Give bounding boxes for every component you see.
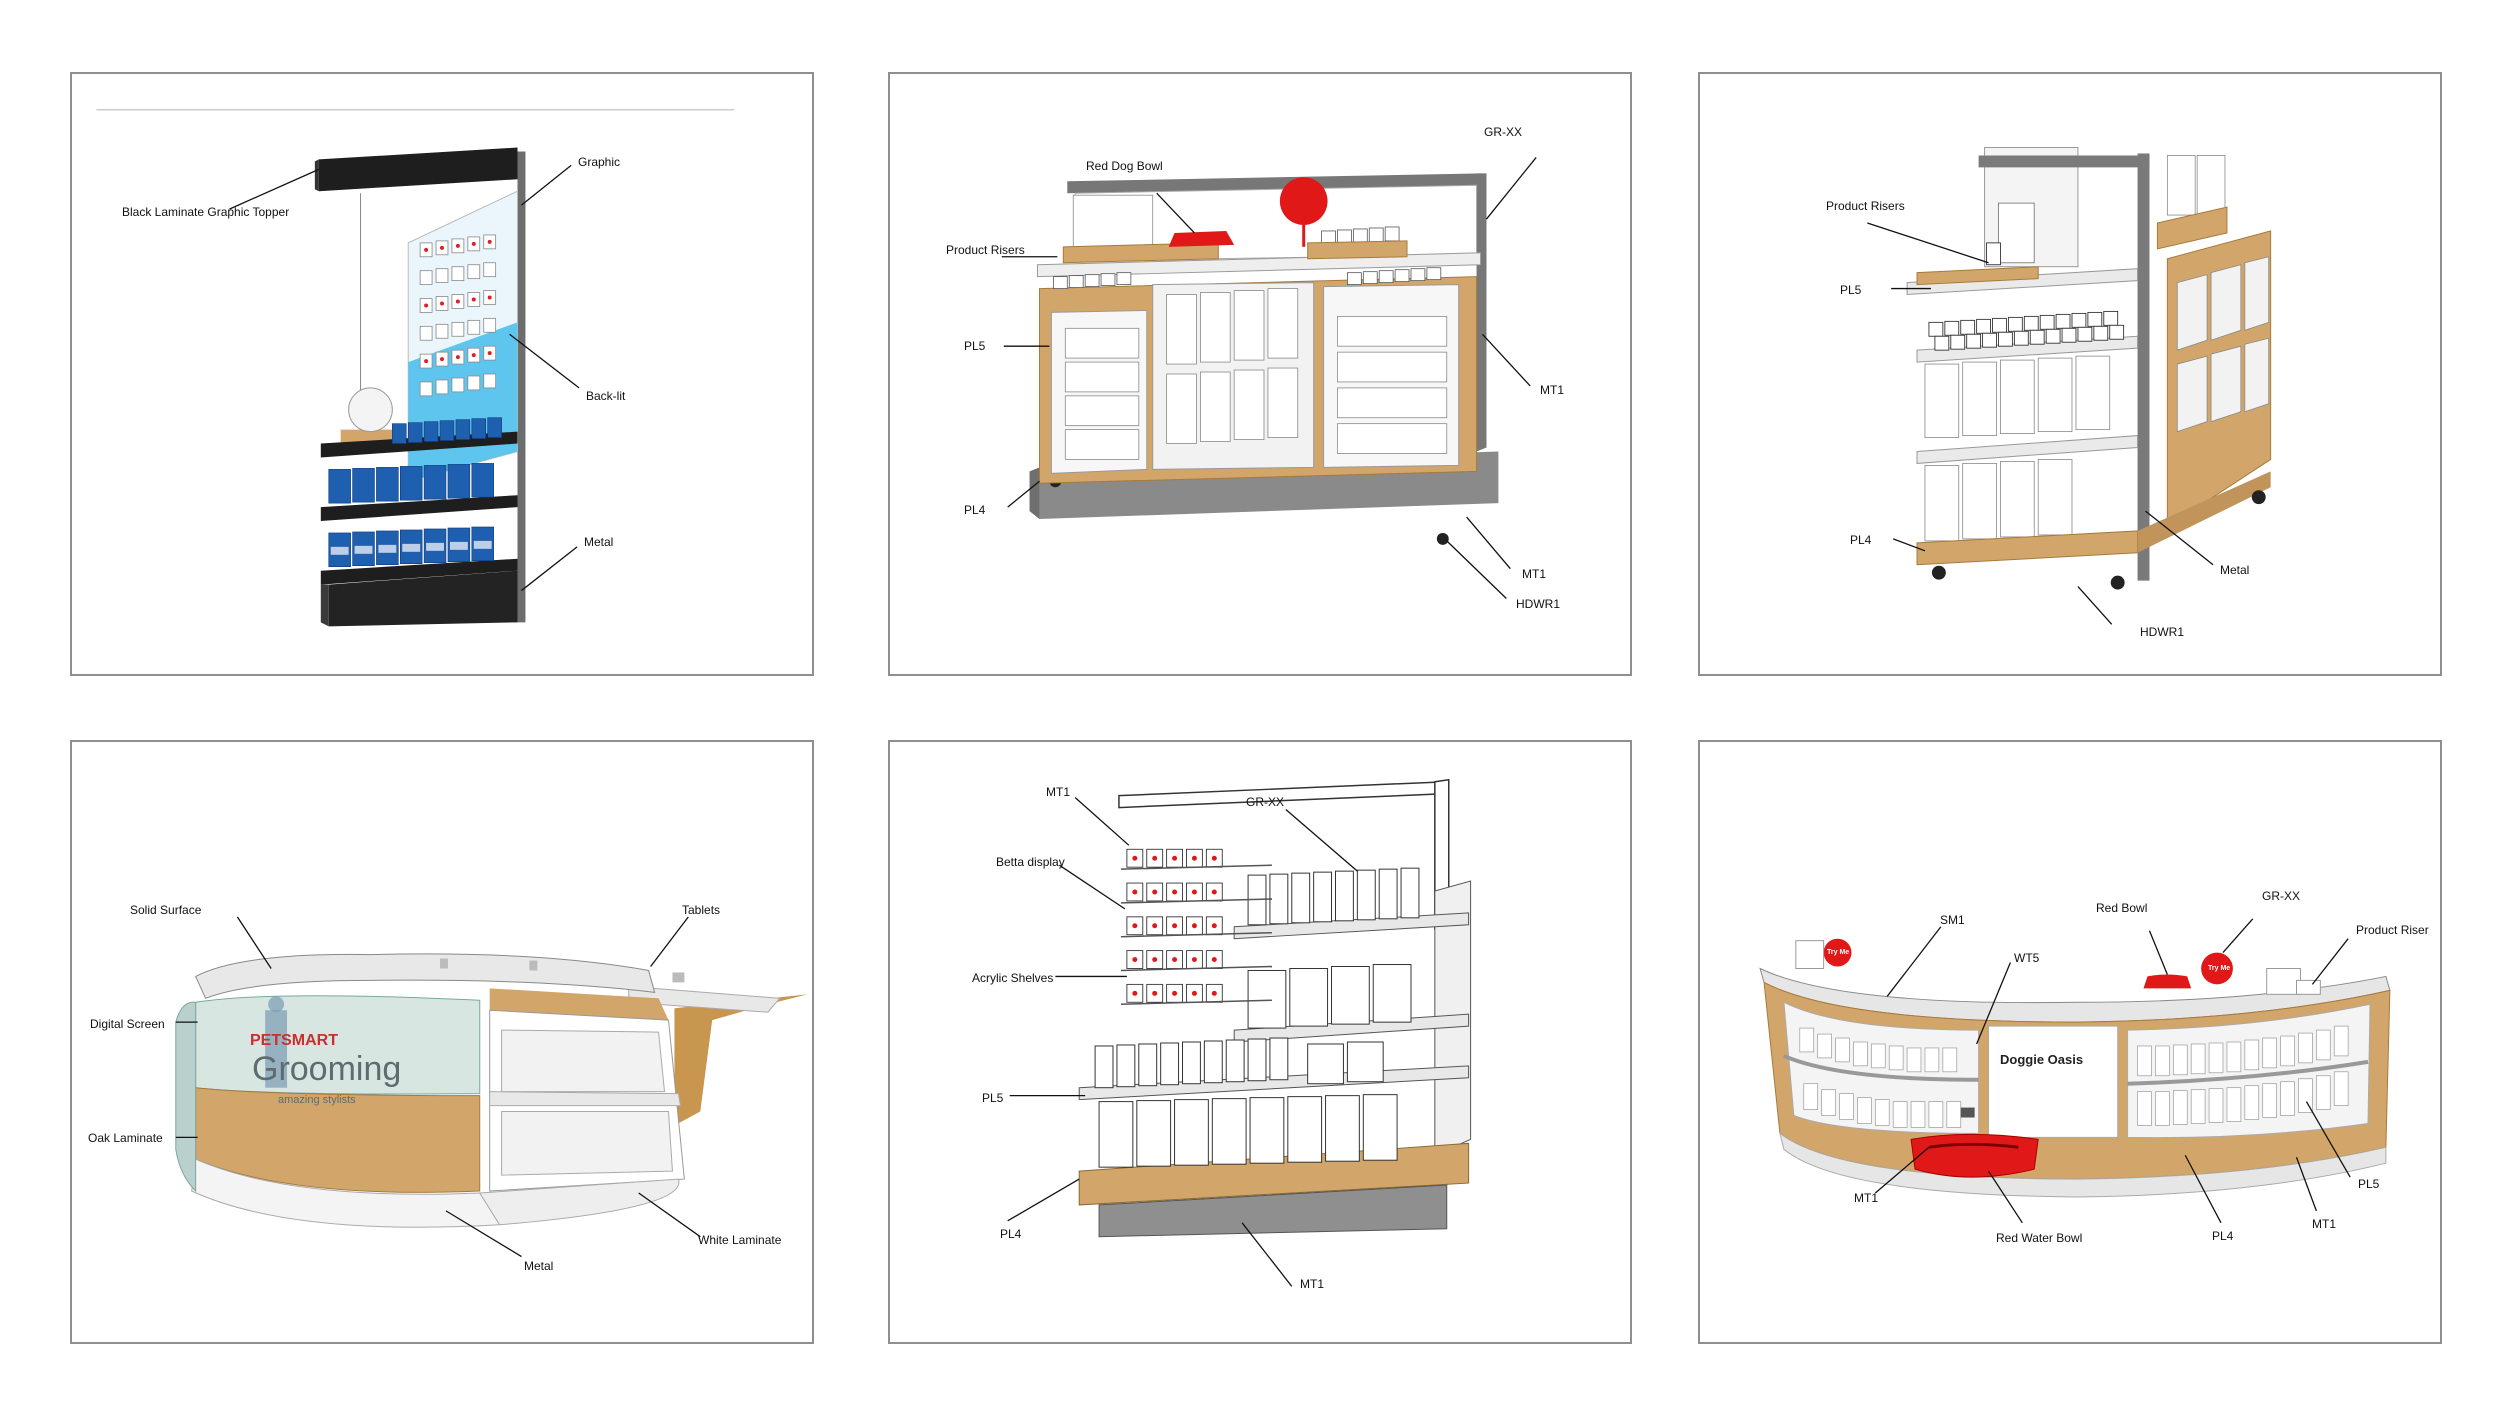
- label-sm1: SM1: [1940, 913, 1965, 927]
- label-pl4: PL4: [1000, 1227, 1022, 1241]
- label-pl4: PL4: [1850, 533, 1872, 547]
- label-mt1-base: MT1: [1522, 567, 1546, 581]
- doggie-oasis-sign: Doggie Oasis: [2000, 1052, 2084, 1067]
- label-mt1-side: MT1: [1540, 383, 1564, 397]
- label-mt1-left: MT1: [1854, 1191, 1878, 1205]
- panel-corner-fixture: Product Risers PL5 PL4 Metal HDWR1: [1698, 72, 2442, 676]
- screen-brand: PETSMART: [250, 1032, 338, 1049]
- panel-grooming-counter: PETSMART Grooming amazing stylists Solid…: [70, 740, 814, 1344]
- panel-betta-display: MT1 GR-XX Betta display Acrylic Shelves …: [888, 740, 1632, 1344]
- label-hdwr1: HDWR1: [2140, 625, 2184, 639]
- screen-subtitle: amazing stylists: [278, 1094, 356, 1106]
- label-product-risers: Product Risers: [946, 243, 1025, 257]
- label-graphic: Graphic: [578, 155, 621, 169]
- label-wt5: WT5: [2014, 951, 2040, 965]
- label-pl4: PL4: [964, 503, 986, 517]
- label-product-risers: Product Risers: [1826, 199, 1905, 213]
- label-product-riser: Product Riser: [2356, 923, 2429, 937]
- doggie-oasis-counter-drawing: [1759, 918, 2391, 1224]
- label-white-laminate: White Laminate: [698, 1233, 782, 1247]
- label-oak-laminate: Oak Laminate: [88, 1131, 163, 1145]
- try-me-tag-right: Try Me: [2208, 965, 2231, 972]
- label-metal: Metal: [524, 1259, 554, 1273]
- gondola-dog-bowl-drawing: [1001, 157, 1537, 599]
- screen-title: Grooming: [252, 1050, 402, 1088]
- panel-backlit-wall-unit: Black Laminate Graphic Topper Graphic Ba…: [70, 72, 814, 676]
- corner-fixture-drawing: [1867, 147, 2272, 625]
- label-gr-xx: GR-XX: [1246, 795, 1285, 809]
- label-betta-display: Betta display: [996, 855, 1065, 869]
- label-pl5: PL5: [964, 339, 986, 353]
- label-black-laminate-graphic-topper: Black Laminate Graphic Topper: [122, 205, 290, 219]
- label-acrylic-shelves: Acrylic Shelves: [972, 971, 1054, 985]
- panel-gondola-dog-bowl: Red Dog Bowl GR-XX Product Risers PL5 MT…: [888, 72, 1632, 676]
- label-pl5: PL5: [982, 1091, 1004, 1105]
- label-metal: Metal: [584, 535, 614, 549]
- label-tablets: Tablets: [682, 903, 721, 917]
- label-red-dog-bowl: Red Dog Bowl: [1086, 159, 1163, 173]
- label-metal: Metal: [2220, 563, 2250, 577]
- grooming-counter-drawing: [175, 916, 808, 1258]
- label-digital-screen: Digital Screen: [90, 1017, 165, 1031]
- betta-display-drawing: [1007, 778, 1472, 1287]
- label-pl5: PL5: [1840, 283, 1862, 297]
- label-back-lit: Back-lit: [586, 389, 626, 403]
- label-mt1-base: MT1: [1300, 1277, 1324, 1291]
- label-red-water-bowl: Red Water Bowl: [1996, 1231, 2083, 1245]
- label-mt1-top: MT1: [1046, 785, 1070, 799]
- label-pl5: PL5: [2358, 1177, 2380, 1191]
- label-hdwr1: HDWR1: [1516, 597, 1560, 611]
- try-me-tag-left: Try Me: [1827, 949, 1850, 956]
- label-red-bowl: Red Bowl: [2096, 901, 2148, 915]
- panel-doggie-oasis-counter: Doggie Oasis Try Me Try Me SM1 Red Bowl …: [1698, 740, 2442, 1344]
- label-solid-surface: Solid Surface: [130, 903, 202, 917]
- label-gr-xx: GR-XX: [1484, 125, 1523, 139]
- backlit-wall-unit-drawing: [96, 109, 735, 627]
- label-pl4: PL4: [2212, 1229, 2234, 1243]
- label-gr-xx: GR-XX: [2262, 889, 2301, 903]
- label-mt1-right: MT1: [2312, 1217, 2336, 1231]
